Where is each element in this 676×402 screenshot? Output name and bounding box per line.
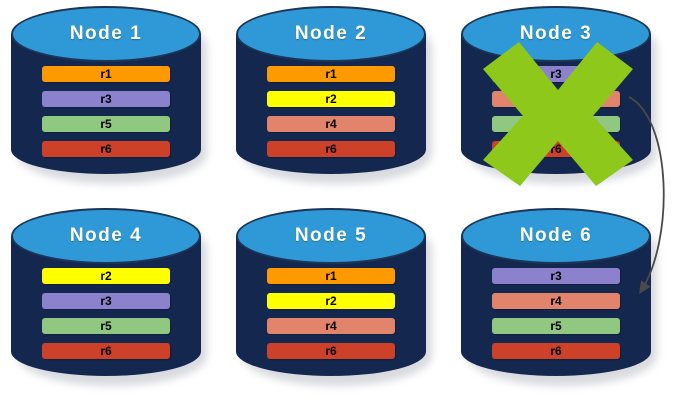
record-bar[interactable]: r4 (267, 116, 395, 132)
node-cylinder-top (461, 6, 651, 62)
record-bar[interactable]: r6 (42, 141, 170, 157)
record-bar[interactable]: r3 (42, 293, 170, 309)
record-label: r5 (100, 117, 112, 131)
record-list: r3 r4 r5 r6 (492, 268, 620, 359)
record-bar[interactable]: r3 (492, 66, 620, 82)
record-bar[interactable]: r6 (492, 343, 620, 359)
record-bar[interactable]: r2 (42, 268, 170, 284)
record-list: r3 r4 r5 r6 (492, 66, 620, 157)
record-bar[interactable]: r4 (492, 293, 620, 309)
record-bar[interactable]: r5 (42, 318, 170, 334)
record-bar[interactable]: r2 (267, 293, 395, 309)
record-label: r2 (325, 92, 337, 106)
record-label: r5 (100, 319, 112, 333)
record-label: r6 (100, 344, 112, 358)
record-label: r1 (100, 67, 112, 81)
record-bar[interactable]: r3 (42, 91, 170, 107)
record-bar[interactable]: r2 (267, 91, 395, 107)
record-label: r4 (550, 294, 562, 308)
record-label: r4 (325, 117, 337, 131)
node-cylinder-top (236, 6, 426, 62)
record-label: r6 (100, 142, 112, 156)
record-list: r2 r3 r5 r6 (42, 268, 170, 359)
record-bar[interactable]: r6 (267, 343, 395, 359)
record-label: r5 (550, 319, 562, 333)
node-cylinder-top (11, 208, 201, 264)
record-label: r3 (550, 67, 562, 81)
record-label: r1 (325, 67, 337, 81)
record-bar[interactable]: r4 (267, 318, 395, 334)
record-bar[interactable]: r1 (267, 268, 395, 284)
node-cylinder-top (236, 208, 426, 264)
record-label: r6 (550, 344, 562, 358)
record-label: r1 (325, 269, 337, 283)
record-label: r4 (325, 319, 337, 333)
record-bar[interactable]: r5 (42, 116, 170, 132)
record-list: r1 r3 r5 r6 (42, 66, 170, 157)
record-bar[interactable]: r5 (492, 318, 620, 334)
record-bar[interactable]: r6 (42, 343, 170, 359)
record-bar[interactable]: r3 (492, 268, 620, 284)
record-list: r1 r2 r4 r6 (267, 66, 395, 157)
record-label: r2 (325, 294, 337, 308)
node-cylinder-top (11, 6, 201, 62)
record-label: r6 (550, 142, 562, 156)
record-bar[interactable]: r6 (492, 141, 620, 157)
record-label: r3 (100, 92, 112, 106)
record-bar[interactable]: r4 (492, 91, 620, 107)
node-cylinder-top (461, 208, 651, 264)
record-label: r3 (550, 269, 562, 283)
record-label: r3 (100, 294, 112, 308)
record-bar[interactable]: r6 (267, 141, 395, 157)
record-label: r6 (325, 344, 337, 358)
record-label: r4 (550, 92, 562, 106)
record-label: r6 (325, 142, 337, 156)
record-bar[interactable]: r1 (42, 66, 170, 82)
record-label: r5 (550, 117, 562, 131)
record-list: r1 r2 r4 r6 (267, 268, 395, 359)
record-bar[interactable]: r1 (267, 66, 395, 82)
record-label: r2 (100, 269, 112, 283)
record-bar[interactable]: r5 (492, 116, 620, 132)
